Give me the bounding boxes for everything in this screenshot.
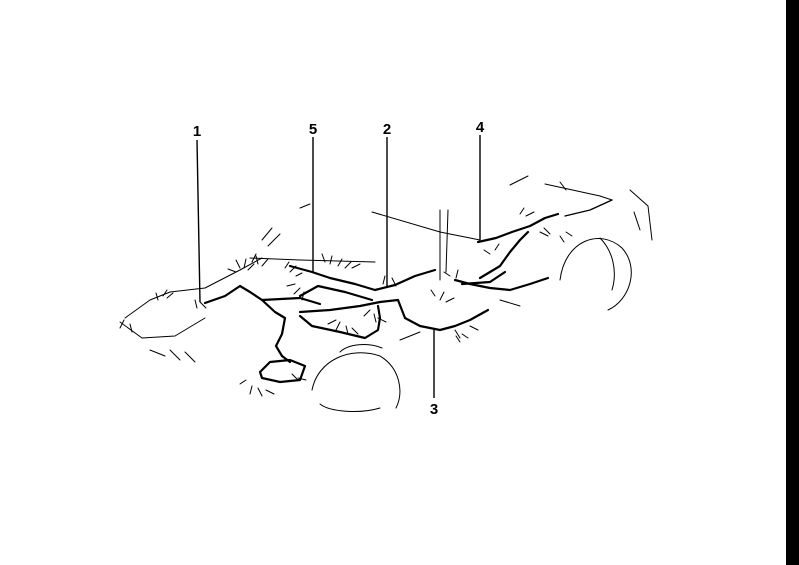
callout-4: 4 [476, 119, 485, 136]
leader-lines [196, 135, 481, 398]
callout-5: 5 [309, 121, 317, 138]
leader-line-1 [196, 139, 201, 303]
wiring-harness [203, 199, 613, 384]
page-edge-bar [786, 0, 799, 565]
callout-1: 1 [193, 123, 201, 140]
connector-tufts [119, 207, 573, 397]
callout-3: 3 [430, 401, 438, 418]
callout-2: 2 [383, 121, 391, 138]
vehicle-outline [119, 175, 653, 412]
callout-labels: 1 5 2 4 3 [193, 119, 485, 418]
